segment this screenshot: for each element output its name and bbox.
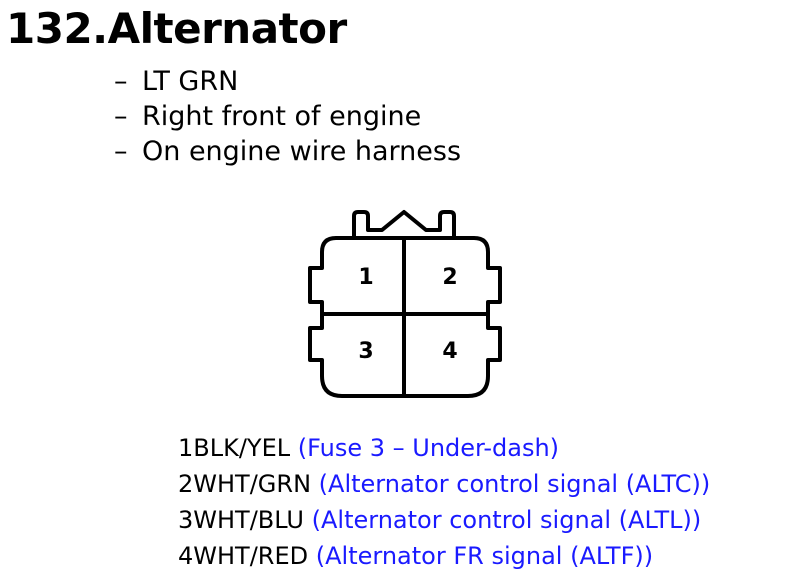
pin-description: (Alternator FR signal (ALTF)) xyxy=(315,542,654,570)
pin-description: (Alternator control signal (ALTL)) xyxy=(311,506,702,534)
pin-description: (Fuse 3 – Under-dash) xyxy=(297,434,560,462)
connector-info-list: –LT GRN –Right front of engine –On engin… xyxy=(114,64,461,169)
pin-label-1: 1 xyxy=(358,265,373,290)
connector-location: Right front of engine xyxy=(142,101,422,132)
list-item: –Right front of engine xyxy=(114,99,461,134)
page-title: 132.Alternator xyxy=(6,4,347,53)
pin-wire: 3WHT/BLU xyxy=(178,506,304,534)
bullet-dash: – xyxy=(114,136,128,167)
pin-wire: 1BLK/YEL xyxy=(178,434,291,462)
pin-row: 4WHT/RED (Alternator FR signal (ALTF)) xyxy=(178,538,710,574)
pin-wire: 2WHT/GRN xyxy=(178,470,312,498)
bullet-dash: – xyxy=(114,66,128,97)
pin-row: 2WHT/GRN (Alternator control signal (ALT… xyxy=(178,466,710,502)
pin-label-3: 3 xyxy=(358,339,373,364)
connector-harness: On engine wire harness xyxy=(142,136,462,167)
pin-label-4: 4 xyxy=(442,339,457,364)
list-item: –On engine wire harness xyxy=(114,134,461,169)
bullet-dash: – xyxy=(114,101,128,132)
connector-diagram: 1 2 3 4 xyxy=(308,210,502,398)
pin-description: (Alternator control signal (ALTC)) xyxy=(318,470,711,498)
list-item: –LT GRN xyxy=(114,64,461,99)
connector-color: LT GRN xyxy=(142,66,239,97)
pin-label-2: 2 xyxy=(442,265,457,290)
pin-row: 1BLK/YEL (Fuse 3 – Under-dash) xyxy=(178,430,710,466)
pin-wire: 4WHT/RED xyxy=(178,542,309,570)
connector-lock-tab xyxy=(352,210,456,240)
pin-row: 3WHT/BLU (Alternator control signal (ALT… xyxy=(178,502,710,538)
pin-assignment-list: 1BLK/YEL (Fuse 3 – Under-dash) 2WHT/GRN … xyxy=(178,430,710,574)
